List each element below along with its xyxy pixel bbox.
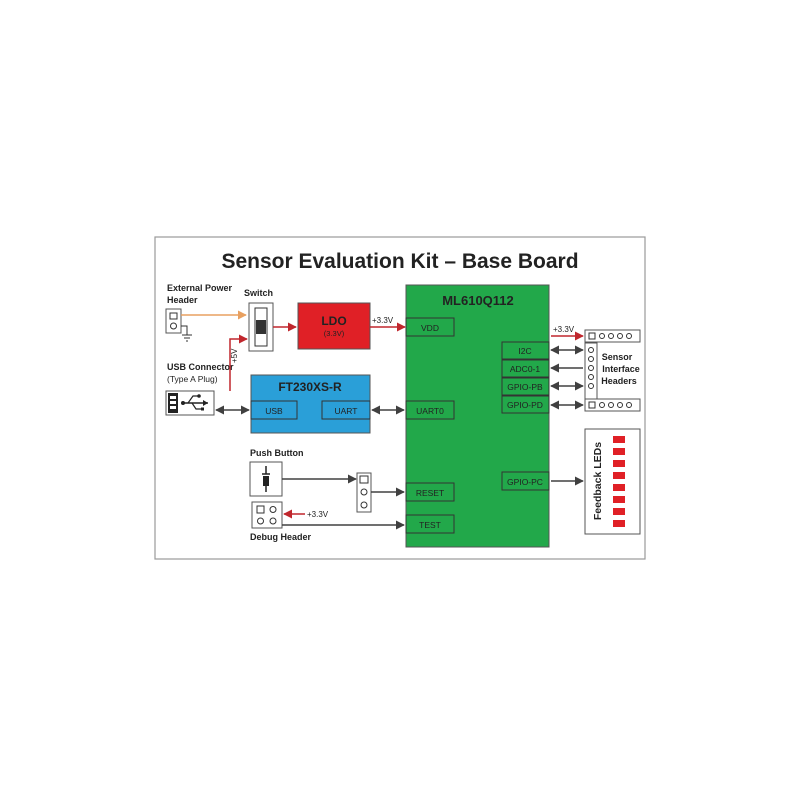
sensor-header-top-icon (584, 329, 641, 343)
ldo-output-voltage: +3.3V (372, 316, 394, 325)
push-button-icon (249, 461, 283, 497)
mcu-port-i2c (501, 341, 550, 360)
mcu-port-gpio-pb (501, 377, 550, 396)
usb-connector-label-2: (Type A Plug) (167, 374, 218, 384)
mcu-port-test-label: TEST (419, 520, 441, 530)
switch-icon (248, 302, 274, 352)
push-button-label: Push Button (250, 448, 304, 458)
led-array (613, 436, 625, 527)
ft230-label: FT230XS-R (278, 380, 342, 394)
debug-vcc-label: +3.3V (307, 510, 329, 519)
external-power-label-1: External Power (167, 283, 233, 293)
mcu-port-reset-label: RESET (416, 488, 444, 498)
sensor-headers-label-1: Sensor (602, 352, 633, 362)
mcu-port-i2c-label: I2C (518, 346, 531, 356)
feedback-led (613, 520, 625, 527)
ft230-port-uart-label: UART (335, 406, 358, 416)
feedback-leds-label: Feedback LEDs (592, 442, 604, 520)
mcu-port-gpio-pd (501, 395, 550, 414)
mcu-port-adc (501, 359, 550, 378)
switch-label: Switch (244, 288, 273, 298)
external-power-label-2: Header (167, 295, 198, 305)
ldo-sublabel: (3.3V) (324, 329, 345, 338)
feedback-led (613, 496, 625, 503)
usb-5v-wire (229, 334, 248, 391)
sensor-headers-label-2: Interface (602, 364, 640, 374)
usb-connector-icon (165, 390, 215, 416)
mcu-port-gpio-pd-label: GPIO-PD (507, 400, 543, 410)
mcu-port-adc-label: ADC0-1 (510, 364, 541, 374)
mcu-port-gpio-pc-label: GPIO-PC (507, 477, 543, 487)
feedback-led (613, 484, 625, 491)
ldo-block (297, 302, 371, 350)
feedback-leds-panel (584, 428, 641, 535)
mcu-port-gpio-pb-label: GPIO-PB (507, 382, 543, 392)
ft230-port-usb (250, 400, 298, 420)
diagram-title: Sensor Evaluation Kit – Base Board (221, 250, 578, 273)
sensor-header-vertical-icon (584, 342, 598, 400)
usb-connector-label-1: USB Connector (167, 362, 234, 372)
mcu-label: ML610Q112 (442, 293, 514, 308)
feedback-led (613, 472, 625, 479)
sensor-header-bottom-icon (584, 398, 641, 412)
sensor-headers-label-3: Headers (601, 376, 637, 386)
ft230-port-uart (321, 400, 371, 420)
ground-icon (181, 325, 192, 342)
feedback-led (613, 436, 625, 443)
feedback-led (613, 448, 625, 455)
ft230-port-usb-label: USB (265, 406, 283, 416)
external-power-header-icon (165, 308, 182, 334)
reset-jumper-icon (356, 472, 372, 513)
sensor-vcc-label: +3.3V (553, 325, 575, 334)
mcu-port-test (405, 514, 455, 534)
mcu-port-reset (405, 482, 455, 502)
ldo-label: LDO (321, 314, 346, 328)
mcu-port-vdd-label: VDD (421, 323, 439, 333)
diagram-frame (154, 236, 646, 560)
feedback-led (613, 460, 625, 467)
mcu-port-gpio-pc (501, 471, 550, 491)
feedback-led (613, 508, 625, 515)
debug-header-icon (251, 501, 283, 529)
mcu-port-uart0 (405, 400, 455, 420)
plus5v-label: +5V (230, 348, 239, 363)
debug-header-label: Debug Header (250, 532, 312, 542)
mcu-port-vdd (405, 317, 455, 337)
mcu-port-uart0-label: UART0 (416, 406, 444, 416)
